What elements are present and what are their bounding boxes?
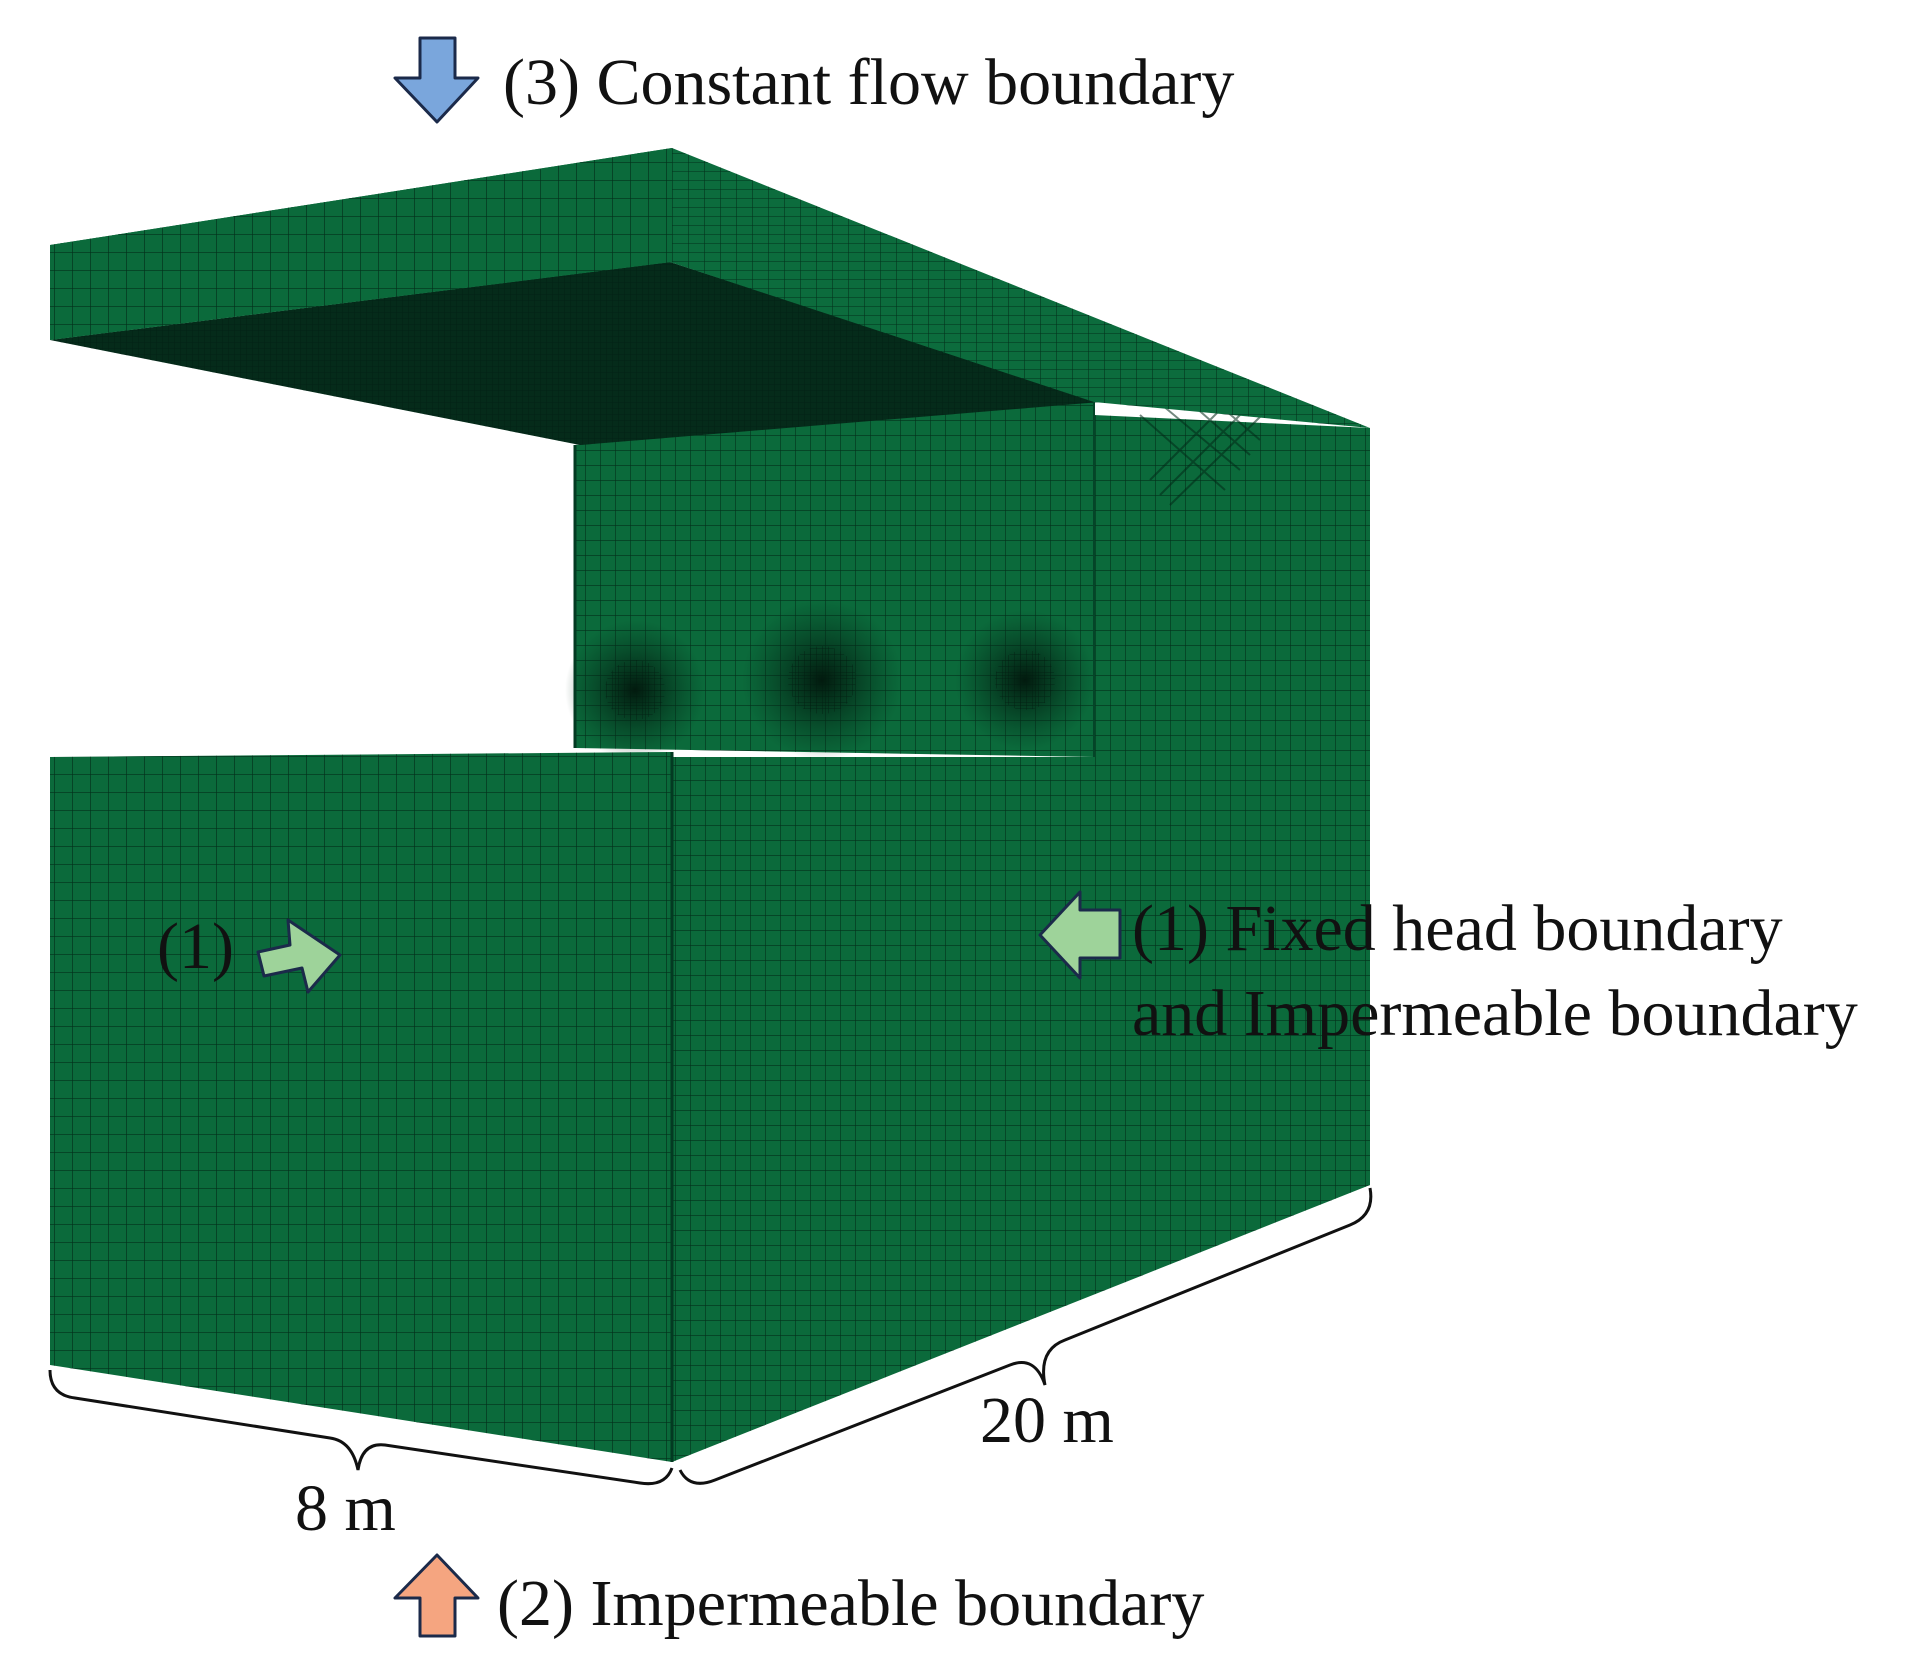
right-side-label-line1: (1) Fixed head boundary: [1132, 892, 1783, 965]
top-boundary-label: (3) Constant flow boundary: [503, 46, 1234, 119]
overhang-underside-grid: [50, 262, 1100, 445]
right-side-label-line2: and Impermeable boundary: [1132, 977, 1858, 1050]
length-dimension-label: 20 m: [980, 1384, 1114, 1457]
left-side-label: (1): [157, 910, 234, 983]
up-arrow-icon: [393, 1553, 480, 1638]
dimension-brace-8m: [48, 1369, 674, 1486]
right-side-face-grid: [672, 415, 1370, 1462]
dimension-brace-20m: [678, 1187, 1373, 1485]
refinement-points: [565, 600, 1095, 760]
front-face-grid: [50, 752, 672, 1462]
right-side-arrow-icon: [1038, 890, 1122, 980]
bottom-boundary-label: (2) Impermeable boundary: [497, 1567, 1204, 1640]
mesh-block: [50, 148, 1370, 1462]
width-dimension-label: 8 m: [295, 1472, 396, 1545]
down-arrow-icon: [393, 36, 480, 124]
left-side-arrow-icon: [256, 918, 342, 994]
